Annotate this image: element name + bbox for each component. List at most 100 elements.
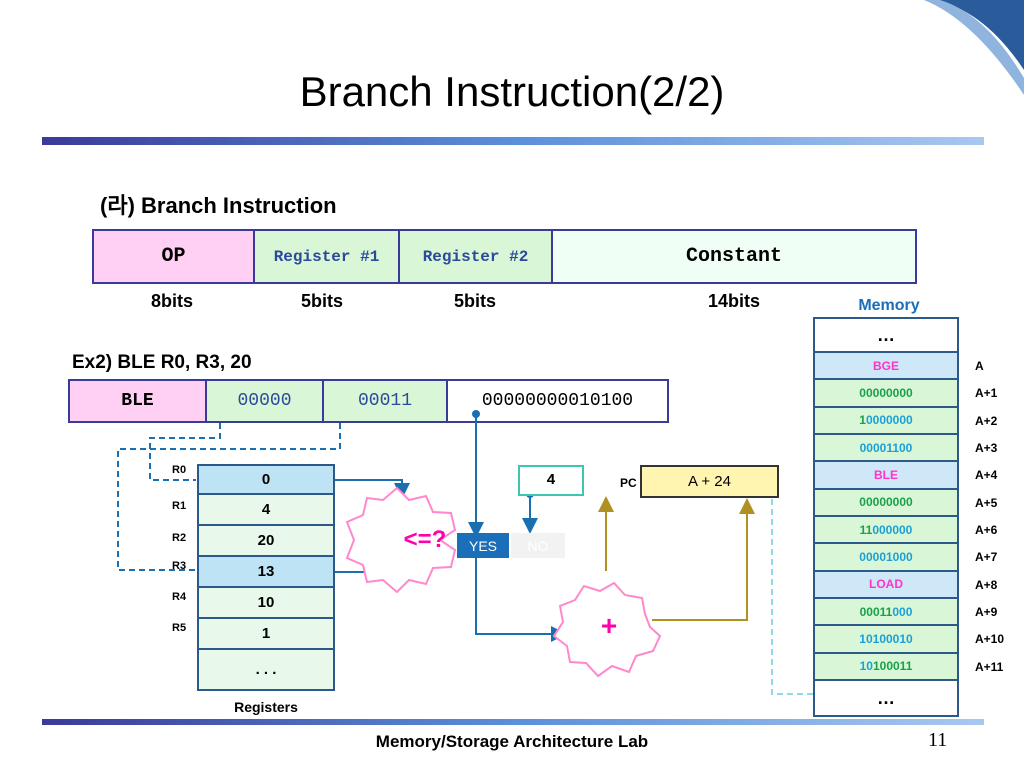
example-reg2: 00011 (322, 379, 448, 423)
memory-cell-text: 100011 (872, 659, 913, 674)
footer-lab: Memory/Storage Architecture Lab (375, 732, 649, 751)
pc-label: PC (620, 476, 637, 490)
field-constant-label: Constant (685, 245, 782, 268)
memory-address-label: A+4 (975, 468, 998, 483)
memory-cell-text: LOAD (869, 577, 903, 592)
register-name-r4: R4 (172, 591, 187, 603)
example-op-value: BLE (121, 391, 154, 411)
memory-cell: LOAD (813, 571, 959, 599)
memory-bottom-ellipsis: … (813, 681, 959, 717)
memory-cell-text: 00000000 (859, 495, 913, 510)
memory-address-label: A+6 (975, 522, 998, 537)
register-name-r1: R1 (172, 500, 187, 512)
field-register-2-label: Register #2 (422, 247, 529, 266)
field-op-label: OP (161, 245, 186, 268)
no-badge: NO (511, 533, 565, 558)
example-constant-value: 00000000010100 (481, 391, 634, 411)
example-op: BLE (68, 379, 207, 423)
register-row: 13 (197, 557, 335, 588)
memory-cell-text: 000 (892, 604, 913, 619)
memory-cell: BLE (813, 462, 959, 490)
adder-burst (552, 581, 662, 678)
memory-address-label: A+8 (975, 577, 998, 592)
memory-cell: 00001100 (813, 434, 959, 463)
memory-cell-text: 1 (859, 413, 866, 428)
register-value-more: . . . (255, 661, 277, 678)
memory-cell: 00000000 (813, 489, 959, 517)
field-register-1-label: Register #1 (273, 247, 380, 266)
page-number: 11 (928, 729, 948, 751)
example-reg2-value: 00011 (357, 391, 412, 411)
example-reg1-value: 00000 (237, 391, 292, 411)
bits-register-2: 5bits (453, 291, 496, 311)
memory-cell-text: 0000000 (865, 413, 913, 428)
register-row: 10 (197, 588, 335, 619)
constant-four-value: 4 (546, 472, 556, 489)
register-name-r2: R2 (172, 532, 187, 544)
memory-address-label: A+11 (975, 659, 1004, 674)
register-row: 4 (197, 495, 335, 526)
memory-address-label: A (975, 359, 984, 373)
memory-cell-text: 10100010 (859, 631, 913, 646)
memory-cell-text: BLE (874, 467, 898, 482)
memory-cell-text: 10 (859, 659, 873, 674)
memory-cell-text: 11 (859, 522, 873, 537)
compare-burst (345, 486, 457, 594)
register-value-r1: 4 (261, 501, 271, 518)
field-register-2: Register #2 (398, 229, 553, 284)
example-constant: 00000000010100 (446, 379, 669, 423)
constant-four-box: 4 (518, 465, 584, 496)
footer-divider (42, 719, 984, 725)
memory-address-label: A+9 (975, 604, 998, 619)
register-name-r3: R3 (172, 560, 187, 572)
register-name-r5: R5 (172, 622, 187, 634)
memory-address-label: A+5 (975, 495, 998, 510)
memory-cell-text: 00011 (859, 604, 893, 619)
memory-top-ellipsis: … (813, 317, 959, 353)
adder-label: + (600, 610, 618, 641)
register-row: 20 (197, 526, 335, 557)
memory-address-label: A+3 (975, 440, 998, 455)
memory-cell: 00001000 (813, 544, 959, 572)
yes-label: YES (468, 537, 497, 554)
memory-address-label: A+2 (975, 413, 998, 428)
memory-cell: BGE (813, 353, 959, 381)
pc-value: A + 24 (688, 473, 731, 490)
register-row: . . . (197, 650, 335, 691)
register-value-r0: 0 (261, 471, 271, 488)
memory-cell-text: 00001100 (859, 440, 913, 455)
pc-register: A + 24 (640, 465, 779, 498)
registers-caption: Registers (234, 699, 298, 715)
register-value-r3: 13 (257, 563, 275, 580)
section-title: (라) Branch Instruction (100, 193, 337, 218)
example-label: Ex2) BLE R0, R3, 20 (72, 352, 252, 373)
memory-cell-text: 000000 (872, 522, 913, 537)
memory-cell: 10100010 (813, 626, 959, 654)
register-name-r0: R0 (172, 464, 187, 476)
no-label: NO (527, 537, 549, 554)
field-constant: Constant (551, 229, 917, 284)
memory-cell-text: BGE (872, 358, 899, 373)
register-value-r2: 20 (257, 532, 275, 549)
memory-address-label: A+10 (975, 632, 1005, 647)
memory-cell-text: 00001000 (859, 549, 913, 564)
compare-label: <=? (403, 526, 447, 553)
memory-cell-text: 00000000 (859, 385, 913, 400)
register-value-r4: 10 (257, 594, 275, 611)
bits-register-1: 5bits (300, 291, 343, 311)
bits-constant: 14bits (707, 291, 761, 311)
memory-address-label: A+1 (975, 386, 998, 401)
title-divider (42, 137, 984, 145)
page-title: Branch Instruction(2/2) (299, 68, 725, 115)
memory-cell: 00000000 (813, 380, 959, 408)
memory-title: Memory (858, 297, 920, 314)
register-value-r5: 1 (261, 625, 271, 642)
example-reg1: 00000 (205, 379, 324, 423)
memory-address-label: A+7 (975, 550, 998, 565)
register-row: 1 (197, 619, 335, 650)
